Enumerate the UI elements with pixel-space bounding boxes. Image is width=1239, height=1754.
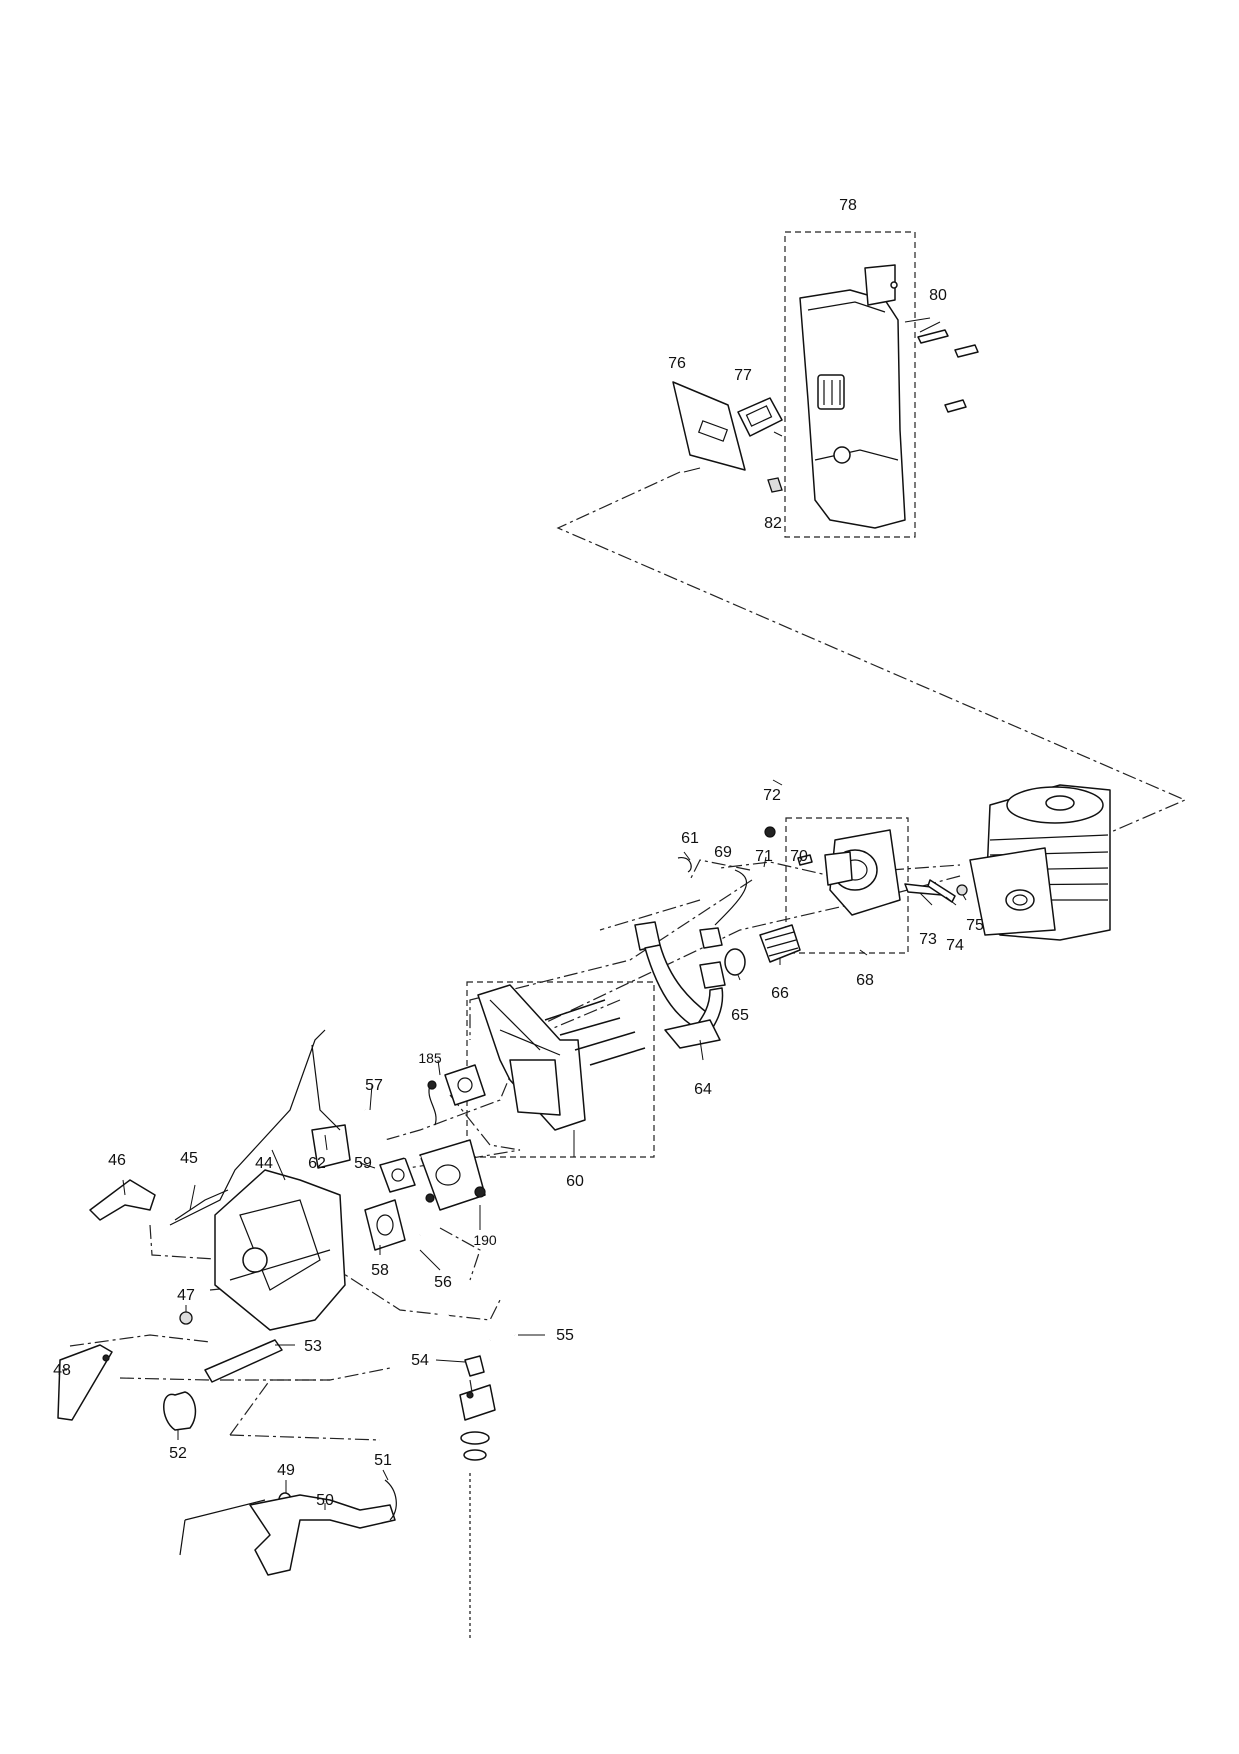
label-190: 190 bbox=[473, 1232, 497, 1248]
label-73: 73 bbox=[919, 931, 937, 948]
label-70: 70 bbox=[790, 848, 808, 865]
label-65: 65 bbox=[731, 1007, 749, 1024]
label-71: 71 bbox=[755, 848, 773, 865]
label-51: 51 bbox=[374, 1452, 392, 1469]
label-61: 61 bbox=[681, 830, 699, 847]
group-box-78 bbox=[784, 231, 916, 538]
part-labels: 78 80 76 77 82 72 61 69 71 70 73 74 75 6… bbox=[53, 197, 984, 1509]
label-66: 66 bbox=[771, 985, 789, 1002]
label-56: 56 bbox=[434, 1274, 452, 1291]
cylinder bbox=[969, 784, 1111, 941]
label-44: 44 bbox=[255, 1155, 273, 1172]
label-48: 48 bbox=[53, 1362, 71, 1379]
leader-lines bbox=[62, 321, 967, 1510]
label-75: 75 bbox=[966, 917, 984, 934]
label-69: 69 bbox=[714, 844, 732, 861]
label-58: 58 bbox=[371, 1262, 389, 1279]
group-box-68 bbox=[785, 817, 909, 954]
label-45: 45 bbox=[180, 1150, 198, 1167]
carburetor-group bbox=[361, 1064, 486, 1251]
group-box-60 bbox=[466, 981, 655, 1158]
label-74: 74 bbox=[946, 937, 964, 954]
label-60: 60 bbox=[566, 1173, 584, 1190]
label-53: 53 bbox=[304, 1338, 322, 1355]
label-54: 54 bbox=[411, 1352, 429, 1369]
fuel-line-parts bbox=[406, 1232, 518, 1640]
label-77: 77 bbox=[734, 367, 752, 384]
carburetor-housing-44 bbox=[89, 1029, 351, 1383]
label-57: 57 bbox=[365, 1077, 383, 1094]
air-filter-bracket-60 bbox=[477, 984, 646, 1131]
intake-manifold-parts bbox=[677, 826, 968, 976]
label-55: 55 bbox=[556, 1327, 574, 1344]
label-185: 185 bbox=[418, 1050, 442, 1066]
label-47: 47 bbox=[177, 1287, 195, 1304]
label-72: 72 bbox=[763, 787, 781, 804]
label-46: 46 bbox=[108, 1152, 126, 1169]
label-68: 68 bbox=[856, 972, 874, 989]
label-49: 49 bbox=[277, 1462, 295, 1479]
intake-duct-64 bbox=[634, 921, 726, 1049]
lower-parts bbox=[57, 1344, 397, 1576]
label-80: 80 bbox=[929, 287, 947, 304]
muffler-assembly bbox=[672, 264, 979, 529]
label-62: 62 bbox=[308, 1155, 326, 1172]
label-64: 64 bbox=[694, 1081, 712, 1098]
label-59: 59 bbox=[354, 1155, 372, 1172]
label-76: 76 bbox=[668, 355, 686, 372]
label-82: 82 bbox=[764, 515, 782, 532]
label-50: 50 bbox=[316, 1492, 334, 1509]
label-52: 52 bbox=[169, 1445, 187, 1462]
label-78: 78 bbox=[839, 197, 857, 214]
